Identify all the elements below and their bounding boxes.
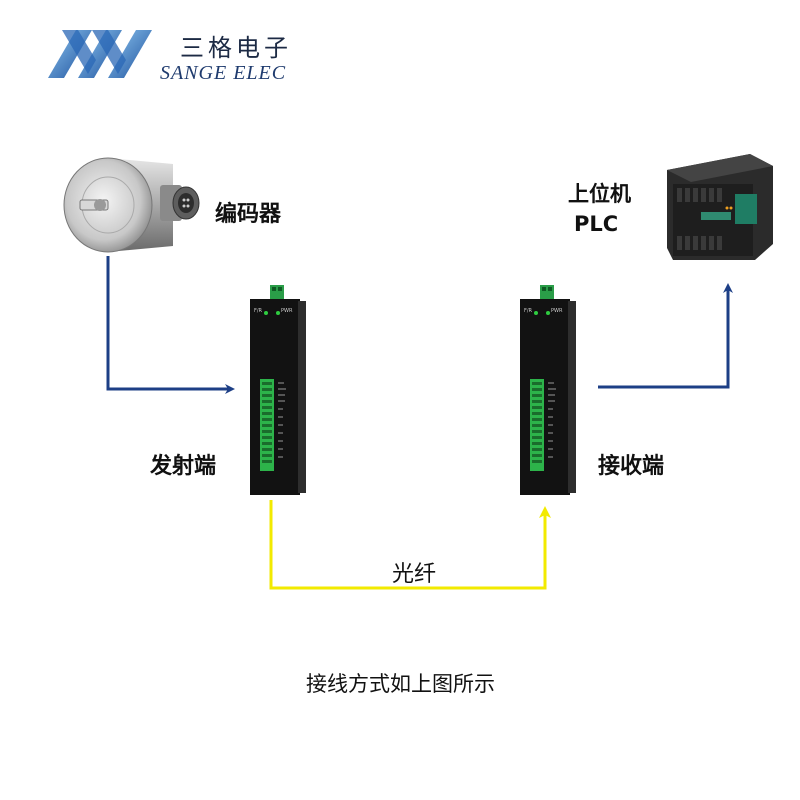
transmitter-led-label-2: PWR	[281, 308, 293, 314]
logo-name-en: SANGE ELEC	[160, 62, 287, 84]
fiber-line	[269, 500, 551, 590]
host-label: 上位机	[568, 182, 631, 206]
plc-image	[655, 148, 775, 263]
wiring-caption: 接线方式如上图所示	[306, 672, 495, 696]
receiver-module: F/R PWR	[518, 285, 578, 495]
fiber-label: 光纤	[392, 562, 437, 587]
logo-mark-icon	[48, 30, 152, 78]
receiver-label: 接收端	[598, 454, 665, 479]
receiver-led-label-1: F/R	[524, 308, 533, 314]
encoder-label: 编码器	[215, 202, 282, 227]
transmitter-label: 发射端	[150, 454, 217, 479]
plc-label: PLC	[574, 212, 619, 236]
encoder-to-transmitter-line	[106, 256, 235, 394]
encoder-image	[58, 150, 208, 260]
receiver-led-label-2: PWR	[551, 308, 563, 314]
transmitter-module: F/R PWR	[248, 285, 308, 495]
company-logo	[48, 28, 318, 84]
receiver-to-plc-line	[598, 283, 733, 389]
transmitter-led-label-1: F/R	[254, 308, 263, 314]
logo-name-cn: 三格电子	[180, 34, 292, 62]
